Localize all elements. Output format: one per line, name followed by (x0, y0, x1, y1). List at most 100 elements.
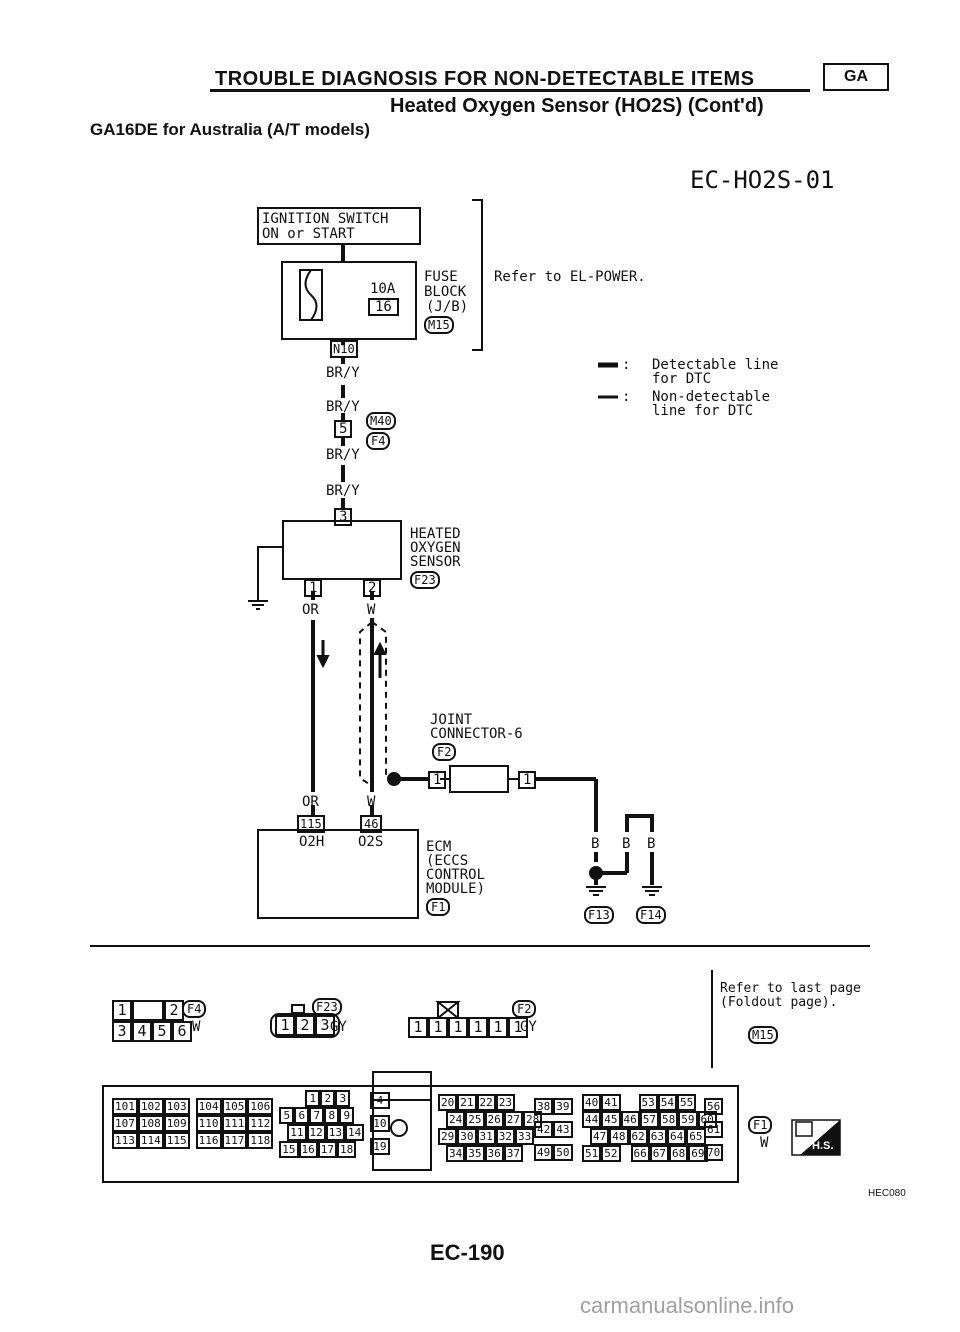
sensor-ground-wire (257, 546, 283, 600)
ecm-pin: 57 (639, 1111, 659, 1128)
fuse-symbol (304, 269, 318, 321)
ecm-group-8: 56 61 70 (704, 1098, 724, 1161)
ecm-pin: 11 (287, 1124, 307, 1141)
ecm-pin: 16 (298, 1141, 318, 1158)
ecm-pin: 118 (247, 1132, 274, 1149)
ecm-pin: 64 (667, 1128, 687, 1145)
ecm-pin: 49 (534, 1144, 554, 1161)
ecm-pin: 116 (195, 1132, 222, 1149)
ecm-pin: 52 (601, 1145, 621, 1162)
conn-f14: F14 (636, 906, 666, 924)
sensor-box (282, 520, 402, 580)
ecm-pin: 65 (686, 1128, 706, 1145)
f23-pin: 3 (315, 1015, 335, 1036)
ecm-pin: 114 (137, 1132, 164, 1149)
ecm-pin: 68 (669, 1145, 689, 1162)
ecm-pin: 55 (677, 1094, 697, 1111)
pin-2: 2 (363, 579, 382, 597)
fuse-pin: N10 (330, 340, 358, 358)
ecm-pin: 107 (112, 1115, 138, 1132)
ecm-pin: 7 (309, 1107, 325, 1124)
ecm-pin: 45 (601, 1111, 621, 1128)
ecm-pin: 17 (317, 1141, 337, 1158)
f2-pin: 1 (448, 1017, 468, 1038)
figure-ref: HEC080 (868, 1188, 906, 1199)
ecm-pin: 20 (438, 1094, 458, 1111)
fuse-connector: M15 (424, 316, 454, 334)
ecm-pin: 47 (590, 1128, 610, 1145)
ecm-pin: 40 (582, 1094, 602, 1111)
fuse-amp: 10A (370, 281, 396, 297)
connector-f2-view: 1 1 1 1 1 1 (408, 1017, 528, 1038)
cv-ecm-name: F1 (748, 1116, 773, 1134)
ecm-pin: 34 (446, 1145, 466, 1162)
ecm-pin: 53 (638, 1094, 658, 1111)
ecm-pin: 58 (659, 1111, 679, 1128)
ecm-pin: 103 (163, 1098, 190, 1115)
page-title: TROUBLE DIAGNOSIS FOR NON-DETECTABLE ITE… (215, 68, 755, 90)
f4-pin-blank (132, 1000, 164, 1021)
ecm-pin: 19 (370, 1138, 390, 1155)
section-badge: GA (823, 63, 889, 91)
ecm-pin: 3 (335, 1090, 351, 1107)
ecm-pin: 62 (628, 1128, 648, 1145)
joint-box (449, 765, 509, 793)
wire-w-bottom: W (367, 794, 376, 810)
ecm-pin: 12 (306, 1124, 326, 1141)
conn-f2: F2 (432, 743, 457, 761)
hs-icon (795, 1121, 813, 1137)
ecm-pin: 5 (279, 1107, 295, 1124)
joint-label-1: JOINT (430, 712, 473, 728)
ecm-box (257, 829, 419, 919)
watermark: carmanualsonline.info (580, 1293, 795, 1318)
f4-pin: 5 (152, 1021, 172, 1042)
refer-bracket (472, 199, 483, 351)
conn-f23: F23 (410, 571, 440, 589)
f2-pin: 1 (468, 1017, 488, 1038)
ignition-box (257, 207, 421, 245)
ecm-pin: 106 (247, 1098, 274, 1115)
ecm-pin: 108 (137, 1115, 164, 1132)
wire-or-bottom: OR (302, 794, 319, 810)
ecm-pin: 35 (465, 1145, 485, 1162)
f4-pin: 1 (112, 1000, 132, 1021)
model-label: GA16DE for Australia (A/T models) (90, 120, 370, 139)
hs-label: H.S. (812, 1140, 834, 1152)
wire-or-top: OR (302, 602, 319, 618)
ecm-pin: 115 (163, 1132, 190, 1149)
page-number: EC-190 (430, 1240, 505, 1265)
cv-f23-name: F23 (312, 998, 342, 1016)
ecm-pin: 46 (620, 1111, 640, 1128)
ecm-pin: 21 (457, 1094, 477, 1111)
ecm-group-4: 4 10 19 (370, 1092, 390, 1158)
ecm-pin: 1 (305, 1090, 321, 1107)
ecm-label-4: MODULE) (426, 881, 486, 897)
connector-f4-view: 1 2 3 4 5 6 (112, 1000, 192, 1042)
ecm-pin: 22 (476, 1094, 496, 1111)
ecm-pin: 117 (221, 1132, 248, 1149)
ecm-pin: 113 (112, 1132, 138, 1149)
f4-pin: 4 (132, 1021, 152, 1042)
f4-pin: 6 (172, 1021, 192, 1042)
sensor-label-1: HEATED (410, 526, 461, 542)
pin-5: 5 (334, 420, 353, 438)
ecm-pin: 110 (195, 1115, 222, 1132)
ecm-pin: 26 (484, 1111, 504, 1128)
cv-f4-color: W (192, 1019, 201, 1035)
f2-pin: 1 (428, 1017, 448, 1038)
f4-pin: 2 (164, 1000, 184, 1021)
ecm-pin: 13 (325, 1124, 345, 1141)
f4-pin: 3 (112, 1021, 132, 1042)
ecm-pin: 15 (279, 1141, 299, 1158)
conn-f1: F1 (426, 898, 451, 916)
ecm-pin: 105 (221, 1098, 248, 1115)
ecm-pin: 30 (457, 1128, 477, 1145)
ecm-pin: 50 (553, 1144, 573, 1161)
ecm-pin: 67 (649, 1145, 669, 1162)
fuse-label-2: BLOCK (424, 284, 467, 300)
ecm-pin: 32 (495, 1128, 515, 1145)
cv-f4-name: F4 (182, 1000, 207, 1018)
